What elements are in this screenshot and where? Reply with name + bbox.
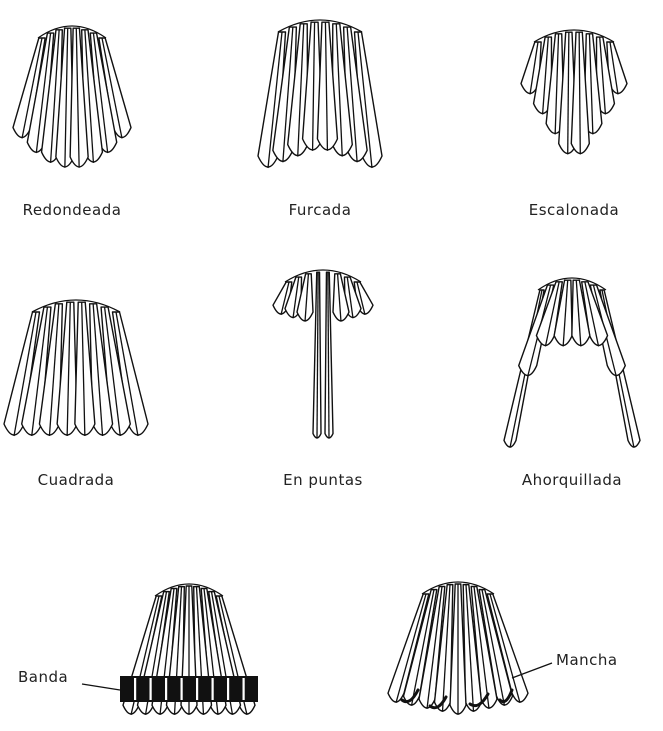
tail-banda (120, 584, 258, 715)
band-gap (196, 678, 198, 700)
label-redondeada: Redondeada (23, 201, 122, 219)
band-gap (212, 678, 214, 700)
tail-escalonada (521, 30, 627, 154)
tail-en-puntas (273, 270, 373, 438)
tail-mancha (388, 582, 528, 715)
tail-redondeada (13, 26, 131, 168)
label-furcada: Furcada (289, 201, 352, 219)
label-mancha: Mancha (556, 651, 618, 669)
band-gap (243, 678, 245, 700)
band-gap (134, 678, 136, 700)
banda-leader-line (82, 684, 120, 690)
tail-cuadrada (4, 300, 148, 436)
band-gap (150, 678, 152, 700)
label-ahorquillada: Ahorquillada (522, 471, 622, 489)
label-cuadrada: Cuadrada (38, 471, 115, 489)
band-gap (165, 678, 167, 700)
label-escalonada: Escalonada (529, 201, 620, 219)
tail-furcada (258, 20, 382, 168)
band-gap (181, 678, 183, 700)
label-en-puntas: En puntas (283, 471, 363, 489)
dark-band (120, 676, 258, 702)
label-banda: Banda (18, 668, 68, 686)
tail-ahorquillada (504, 278, 640, 448)
band-gap (227, 678, 229, 700)
